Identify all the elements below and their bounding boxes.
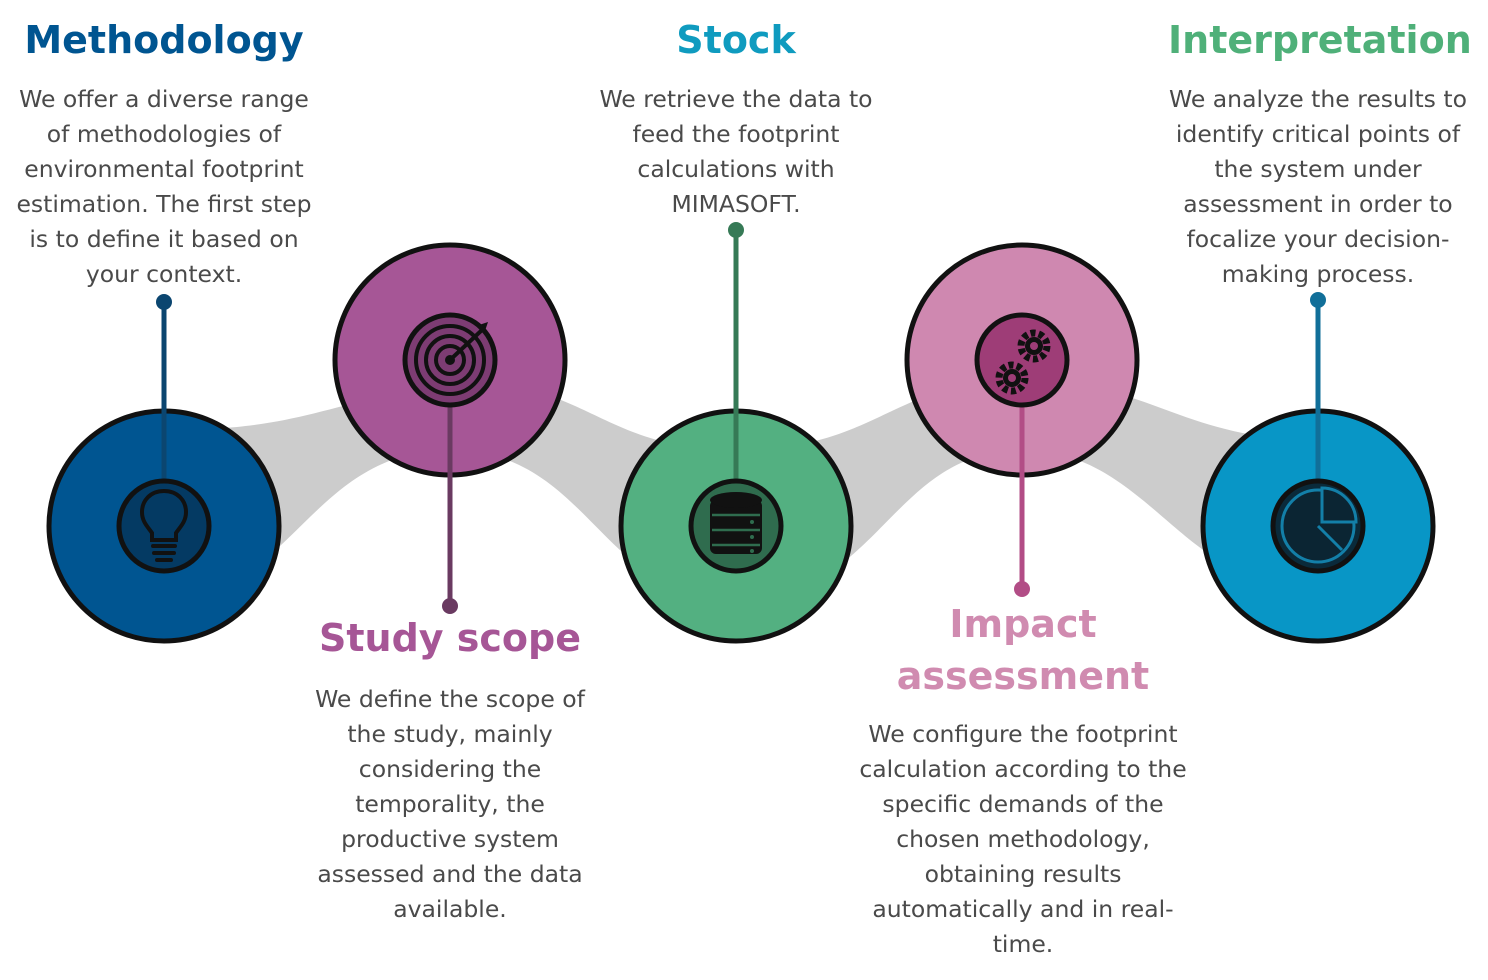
step-description-methodology: We offer a diverse range of methodologie…	[16, 85, 312, 288]
pin-stock	[728, 222, 744, 480]
step-description-study-scope: We define the scope of the study, mainly…	[315, 685, 585, 923]
step-title-interpretation: Interpretation	[1168, 18, 1472, 62]
pie-chart-icon	[1270, 478, 1366, 574]
step-title-impact-assessment: Impact assessment	[896, 602, 1150, 698]
step-title-study-scope: Study scope	[318, 616, 581, 660]
pin-impact-assessment	[1014, 400, 1030, 597]
step-description-interpretation: We analyze the results to identify criti…	[1168, 85, 1467, 288]
lightbulb-icon	[116, 478, 212, 574]
pin-methodology	[156, 294, 172, 480]
step-description-impact-assessment: We configure the footprint calculation a…	[859, 720, 1187, 958]
pin-study-scope	[442, 400, 458, 614]
step-title-stock: Stock	[676, 18, 796, 62]
pin-interpretation	[1310, 292, 1326, 480]
step-description-stock: We retrieve the data to feed the footpri…	[599, 85, 873, 218]
target-icon	[402, 312, 498, 408]
database-icon	[688, 478, 784, 574]
gears-icon	[974, 312, 1070, 408]
step-title-methodology: Methodology	[24, 18, 304, 62]
